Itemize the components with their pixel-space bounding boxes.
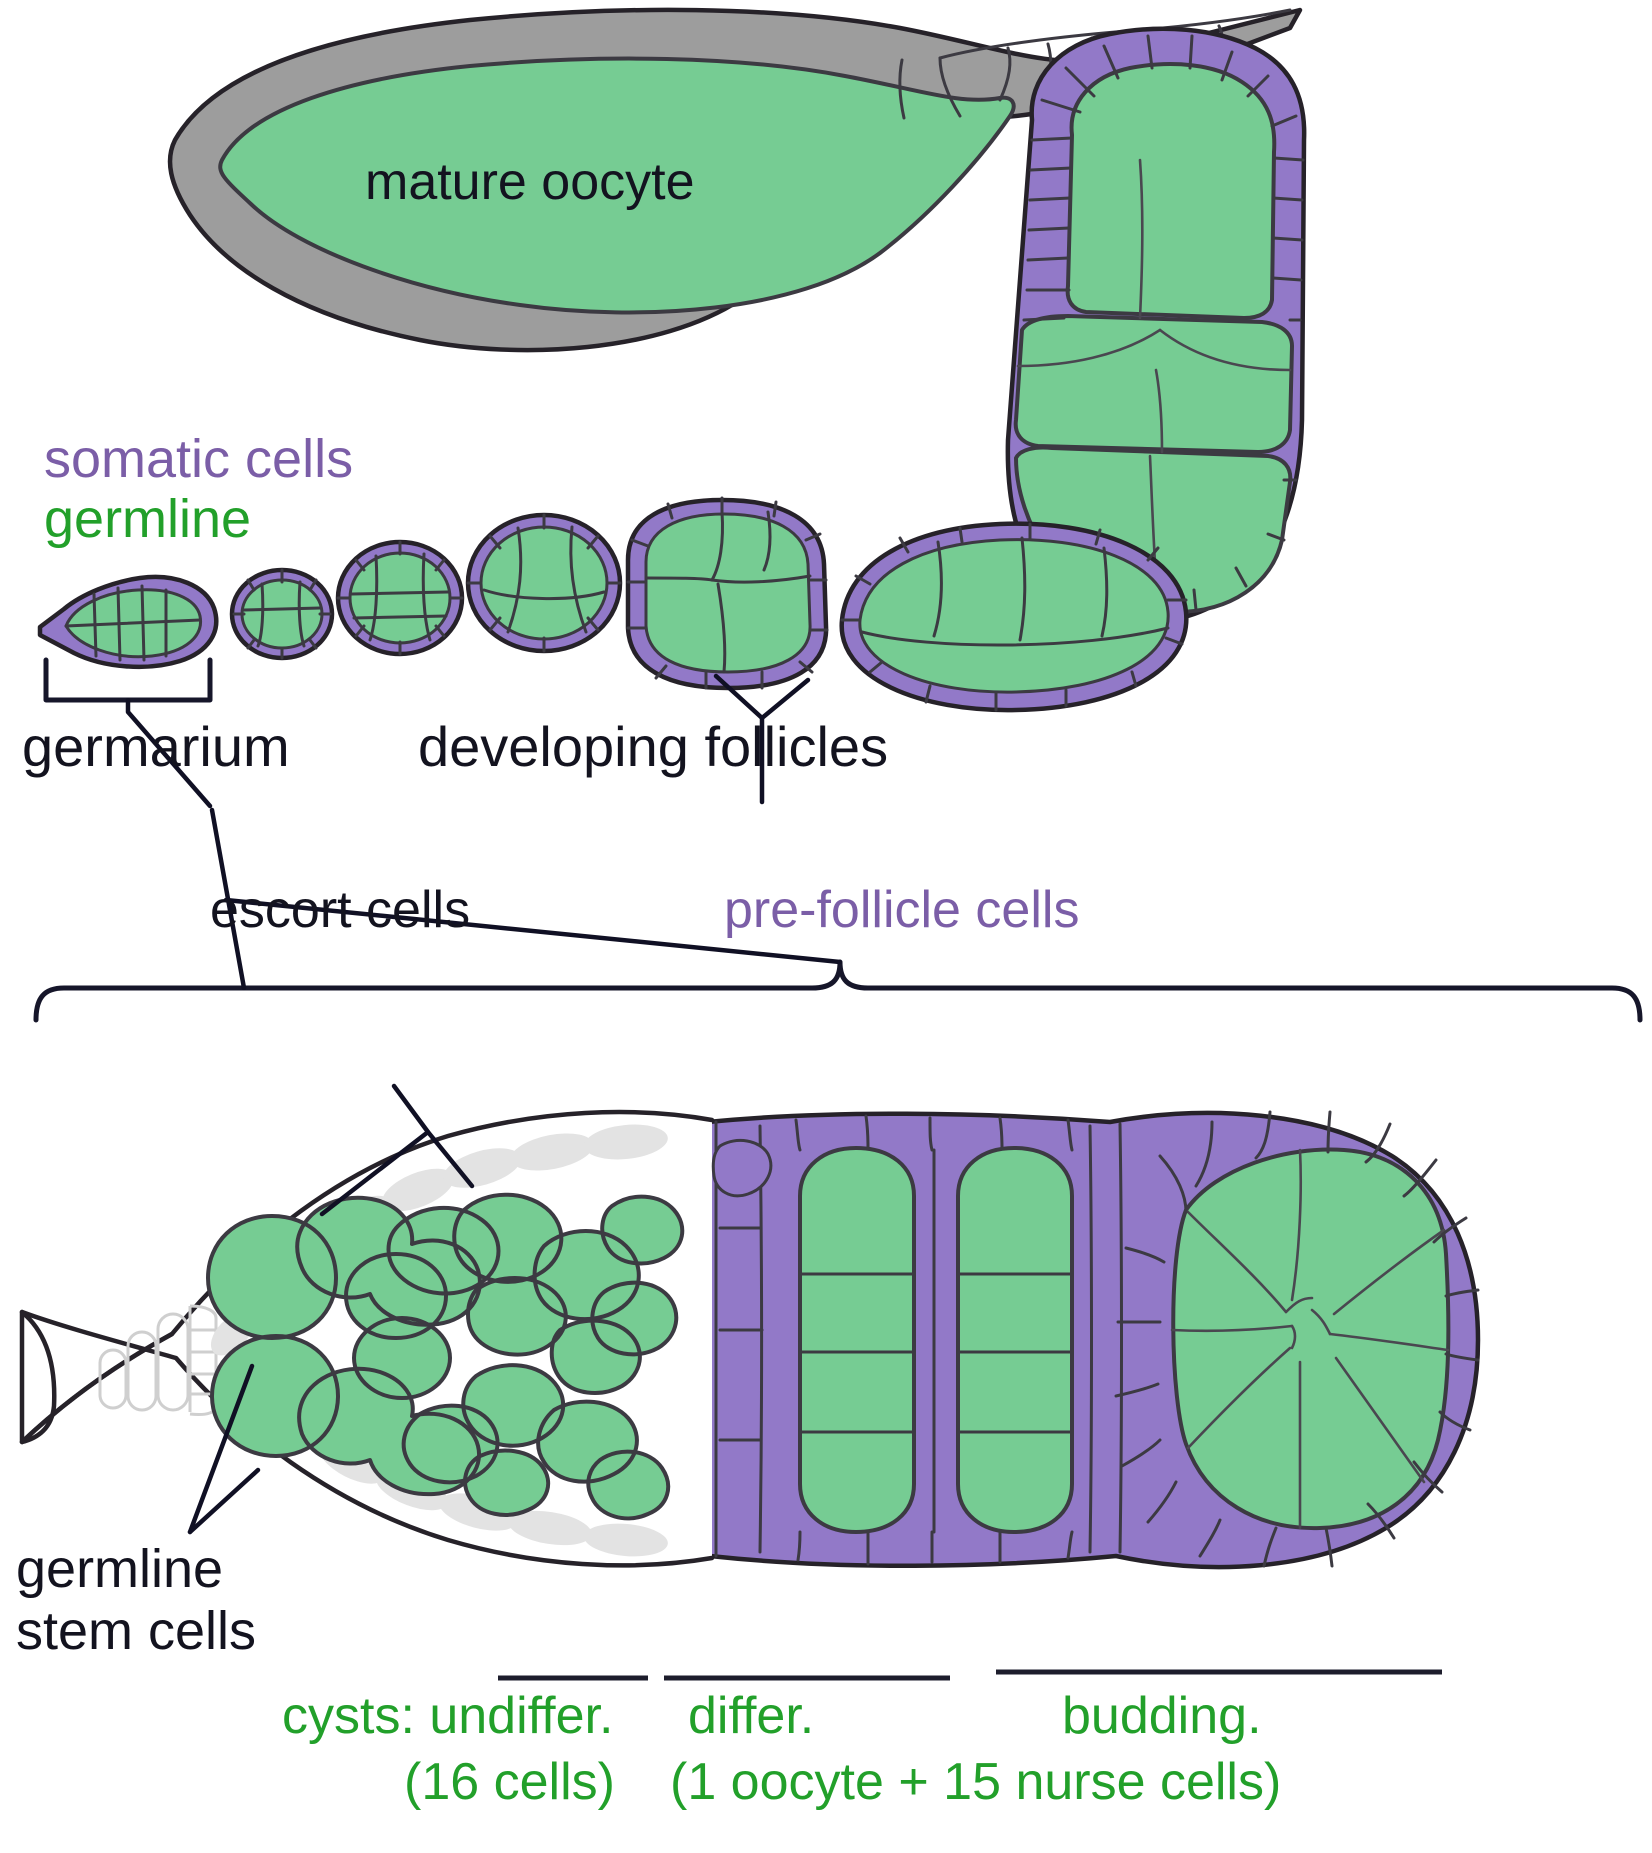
ovariole-item-4 [465,512,623,654]
label-pre-follicle-cells: pre-follicle cells [724,881,1080,939]
region-2-differentiated-cysts [711,1114,1093,1566]
region-1-undifferentiated-cysts [206,1192,685,1521]
label-region-diff-line1: differ. [688,1687,815,1745]
label-somatic-cells: somatic cells [44,429,354,489]
germarium-panel-leader-2 [209,807,247,991]
label-region-undiff-line1: cysts: undiffer. [282,1687,614,1745]
ovariole-item-5 [625,496,829,691]
mature-oocyte-group [167,7,1303,353]
ovariole-item-3 [335,539,465,657]
label-germarium: germarium [22,715,290,778]
germarium-panel-brace [33,959,1643,1023]
label-region-undiff-line2: (16 cells) [404,1753,615,1811]
label-germline-stem-cells-line2: stem cells [16,1601,257,1661]
germarium-leader [125,697,213,809]
label-developing-follicles: developing follicles [418,715,889,778]
label-region-diff-line2: (1 oocyte + 15 nurse cells) [670,1753,1282,1811]
annotation-leaders [33,657,1643,1681]
gsc-leader-left [187,1363,255,1535]
terminal-filament-cells [98,1304,218,1416]
ovariole-item-2 [229,567,335,661]
label-region-budding-line1: budding. [1062,1687,1262,1745]
ovariole-item-6 [839,521,1189,713]
germarium-panel-leader [223,897,843,965]
germarium-large [12,1109,1481,1570]
label-germline: germline [44,489,252,549]
label-escort-cells: escort cells [210,881,471,939]
label-germline-stem-cells-line1: germline [16,1539,224,1599]
region-3-budding-cyst [1114,1110,1480,1568]
ovariole-item-germarium [37,574,219,670]
label-mature-oocyte: mature oocyte [365,153,695,211]
gsc-leader-right [187,1467,261,1535]
ovariole-series [37,496,1189,713]
escort-cells-leader-right [425,1129,475,1189]
